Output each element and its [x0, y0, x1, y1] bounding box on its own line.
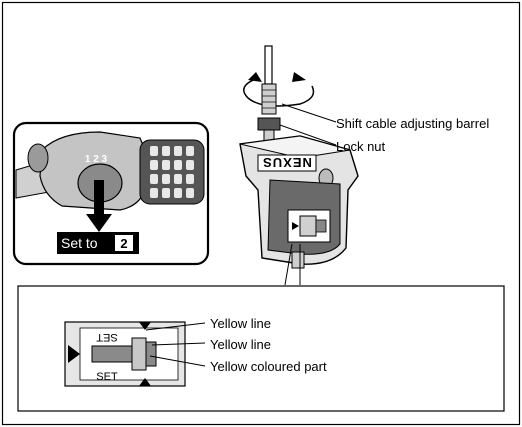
- shifter-panel: 1 2 3 Set to 2: [14, 123, 208, 264]
- dial-numbers: 1 2 3: [85, 154, 108, 165]
- lock-nut: [258, 118, 280, 130]
- label-yellow-line-2: Yellow line: [210, 337, 271, 352]
- label-yellow-part: Yellow coloured part: [210, 359, 327, 374]
- set-to-value: 2: [120, 236, 127, 251]
- label-yellow-line-1: Yellow line: [210, 316, 271, 331]
- hub-brand: NEXUS: [262, 155, 312, 170]
- set-to-label: Set to: [61, 235, 98, 251]
- inset-set-bottom: SET: [96, 371, 118, 383]
- label-adjusting-barrel: Shift cable adjusting barrel: [336, 116, 489, 131]
- label-lock-nut: Lock nut: [336, 139, 386, 154]
- inset-set-top: SET: [96, 331, 118, 343]
- adjusting-barrel: [262, 84, 276, 114]
